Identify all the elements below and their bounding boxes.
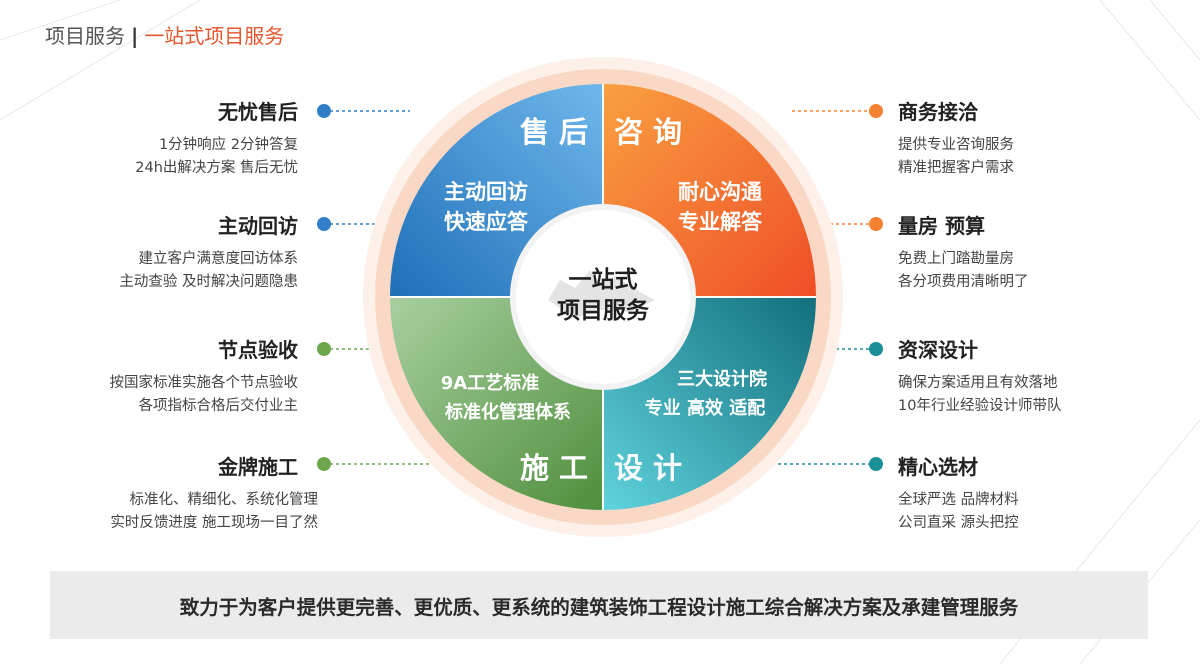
item-title: 量房 预算 — [898, 214, 985, 238]
right-item-design: 资深设计 确保方案适用且有效落地 10年行业经验设计师带队 — [898, 334, 1061, 418]
quadrant-label-aftersales: 售后 — [520, 115, 598, 149]
bullet-dot — [317, 457, 331, 471]
bullet-dot — [869, 457, 883, 471]
item-desc: 24h出解决方案 售后无忧 — [135, 160, 298, 176]
item-desc: 按国家标准实施各个节点验收 — [109, 375, 299, 391]
item-desc: 全球严选 品牌材料 — [898, 492, 1019, 508]
right-item-measure: 量房 预算 免费上门踏勘量房 各分项费用清晰明了 — [898, 210, 1029, 294]
quadrant-label-design: 设计 — [614, 451, 692, 485]
item-desc: 实时反馈进度 施工现场一目了然 — [110, 515, 318, 531]
bullet-dot — [317, 342, 331, 356]
item-desc: 精准把握客户需求 — [898, 160, 1014, 176]
footer-text: 致力于为客户提供更完善、更优质、更系统的建筑装饰工程设计施工综合解决方案及承建管… — [179, 595, 1019, 619]
item-title: 无忧售后 — [218, 100, 298, 124]
item-desc: 标准化、精细化、系统化管理 — [129, 492, 319, 508]
design-line2: 专业 高效 适配 — [645, 397, 766, 419]
bullet-dot — [869, 104, 883, 118]
aftersales-line1: 主动回访 — [444, 179, 528, 204]
left-item-aftersales: 无忧售后 1分钟响应 2分钟答复 24h出解决方案 售后无忧 — [135, 96, 298, 180]
footer-banner: 致力于为客户提供更完善、更优质、更系统的建筑装饰工程设计施工综合解决方案及承建管… — [50, 571, 1148, 639]
right-item-materials: 精心选材 全球严选 品牌材料 公司直采 源头把控 — [898, 451, 1019, 535]
consulting-line2: 专业解答 — [678, 209, 763, 234]
item-desc: 免费上门踏勘量房 — [898, 251, 1014, 267]
left-item-inspection: 节点验收 按国家标准实施各个节点验收 各项指标合格后交付业主 — [110, 334, 299, 418]
page-header: 项目服务|一站式项目服务 — [45, 20, 284, 49]
bullet-dot — [317, 217, 331, 231]
item-title: 商务接洽 — [898, 100, 978, 124]
item-desc: 提供专业咨询服务 — [898, 137, 1014, 153]
left-item-construction: 金牌施工 标准化、精细化、系统化管理 实时反馈进度 施工现场一目了然 — [110, 451, 318, 535]
item-title: 主动回访 — [218, 214, 298, 238]
item-desc: 10年行业经验设计师带队 — [898, 398, 1062, 414]
item-title: 节点验收 — [218, 338, 298, 362]
left-item-followup: 主动回访 建立客户满意度回访体系 主动查验 及时解决问题隐患 — [119, 210, 298, 294]
item-desc: 各分项费用清晰明了 — [898, 274, 1029, 290]
item-desc: 建立客户满意度回访体系 — [138, 251, 299, 267]
quadrant-label-consulting: 咨询 — [614, 115, 692, 149]
bullet-dot — [869, 342, 883, 356]
item-desc: 公司直采 源头把控 — [898, 515, 1019, 531]
item-title: 金牌施工 — [218, 455, 298, 479]
center-title-line2: 项目服务 — [557, 297, 650, 324]
aftersales-line2: 快速应答 — [444, 209, 529, 234]
bullet-dot — [869, 217, 883, 231]
item-desc: 1分钟响应 2分钟答复 — [158, 137, 298, 153]
item-title: 资深设计 — [898, 338, 978, 362]
center-title-line1: 一站式 — [569, 266, 638, 293]
item-desc: 主动查验 及时解决问题隐患 — [119, 274, 298, 290]
section-title: 项目服务 — [45, 24, 125, 48]
title-separator: | — [131, 24, 139, 48]
bullet-dot — [317, 104, 331, 118]
item-title: 精心选材 — [898, 455, 978, 479]
construction-line1: 9A工艺标准 — [441, 372, 539, 394]
skyline-decoration — [548, 270, 655, 318]
item-desc: 各项指标合格后交付业主 — [138, 398, 299, 414]
page-subtitle: 一站式项目服务 — [144, 24, 285, 48]
design-line1: 三大设计院 — [677, 368, 767, 390]
item-desc: 确保方案适用且有效落地 — [898, 375, 1058, 391]
quadrant-label-construction: 施工 — [520, 451, 598, 485]
right-item-business: 商务接洽 提供专业咨询服务 精准把握客户需求 — [898, 96, 1014, 180]
connector-dots — [317, 104, 883, 471]
construction-line2: 标准化管理体系 — [444, 401, 571, 423]
consulting-line1: 耐心沟通 — [678, 179, 762, 204]
